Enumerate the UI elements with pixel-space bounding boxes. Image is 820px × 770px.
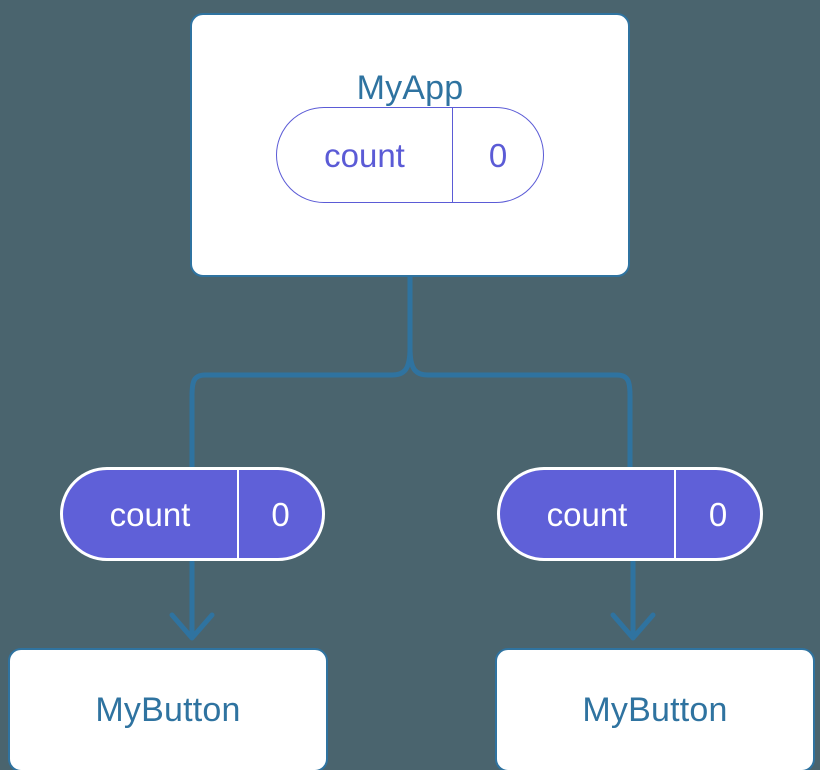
state-value-label: 0 <box>237 470 322 558</box>
state-capsule-myapp[interactable]: count 0 <box>276 107 544 203</box>
state-capsule-left[interactable]: count 0 <box>60 467 325 561</box>
component-node-myapp[interactable]: MyApp count 0 <box>190 13 630 277</box>
component-node-mybutton-right[interactable]: MyButton <box>495 648 815 770</box>
edge-right-state-to-button <box>610 559 656 641</box>
state-capsule-right[interactable]: count 0 <box>497 467 763 561</box>
edge-left-state-to-button <box>169 559 215 641</box>
state-value-label: 0 <box>452 108 543 202</box>
edge-root-to-right-state <box>407 274 633 473</box>
component-label-myapp: MyApp <box>356 69 464 107</box>
state-key-label: count <box>109 495 191 533</box>
component-label-mybutton: MyButton <box>95 691 241 729</box>
state-value-label: 0 <box>674 470 760 558</box>
component-label-mybutton: MyButton <box>582 691 728 729</box>
component-node-mybutton-left[interactable]: MyButton <box>8 648 328 770</box>
state-key-label: count <box>324 136 405 174</box>
edge-root-to-left-state <box>189 274 413 473</box>
state-key-label: count <box>546 495 628 533</box>
